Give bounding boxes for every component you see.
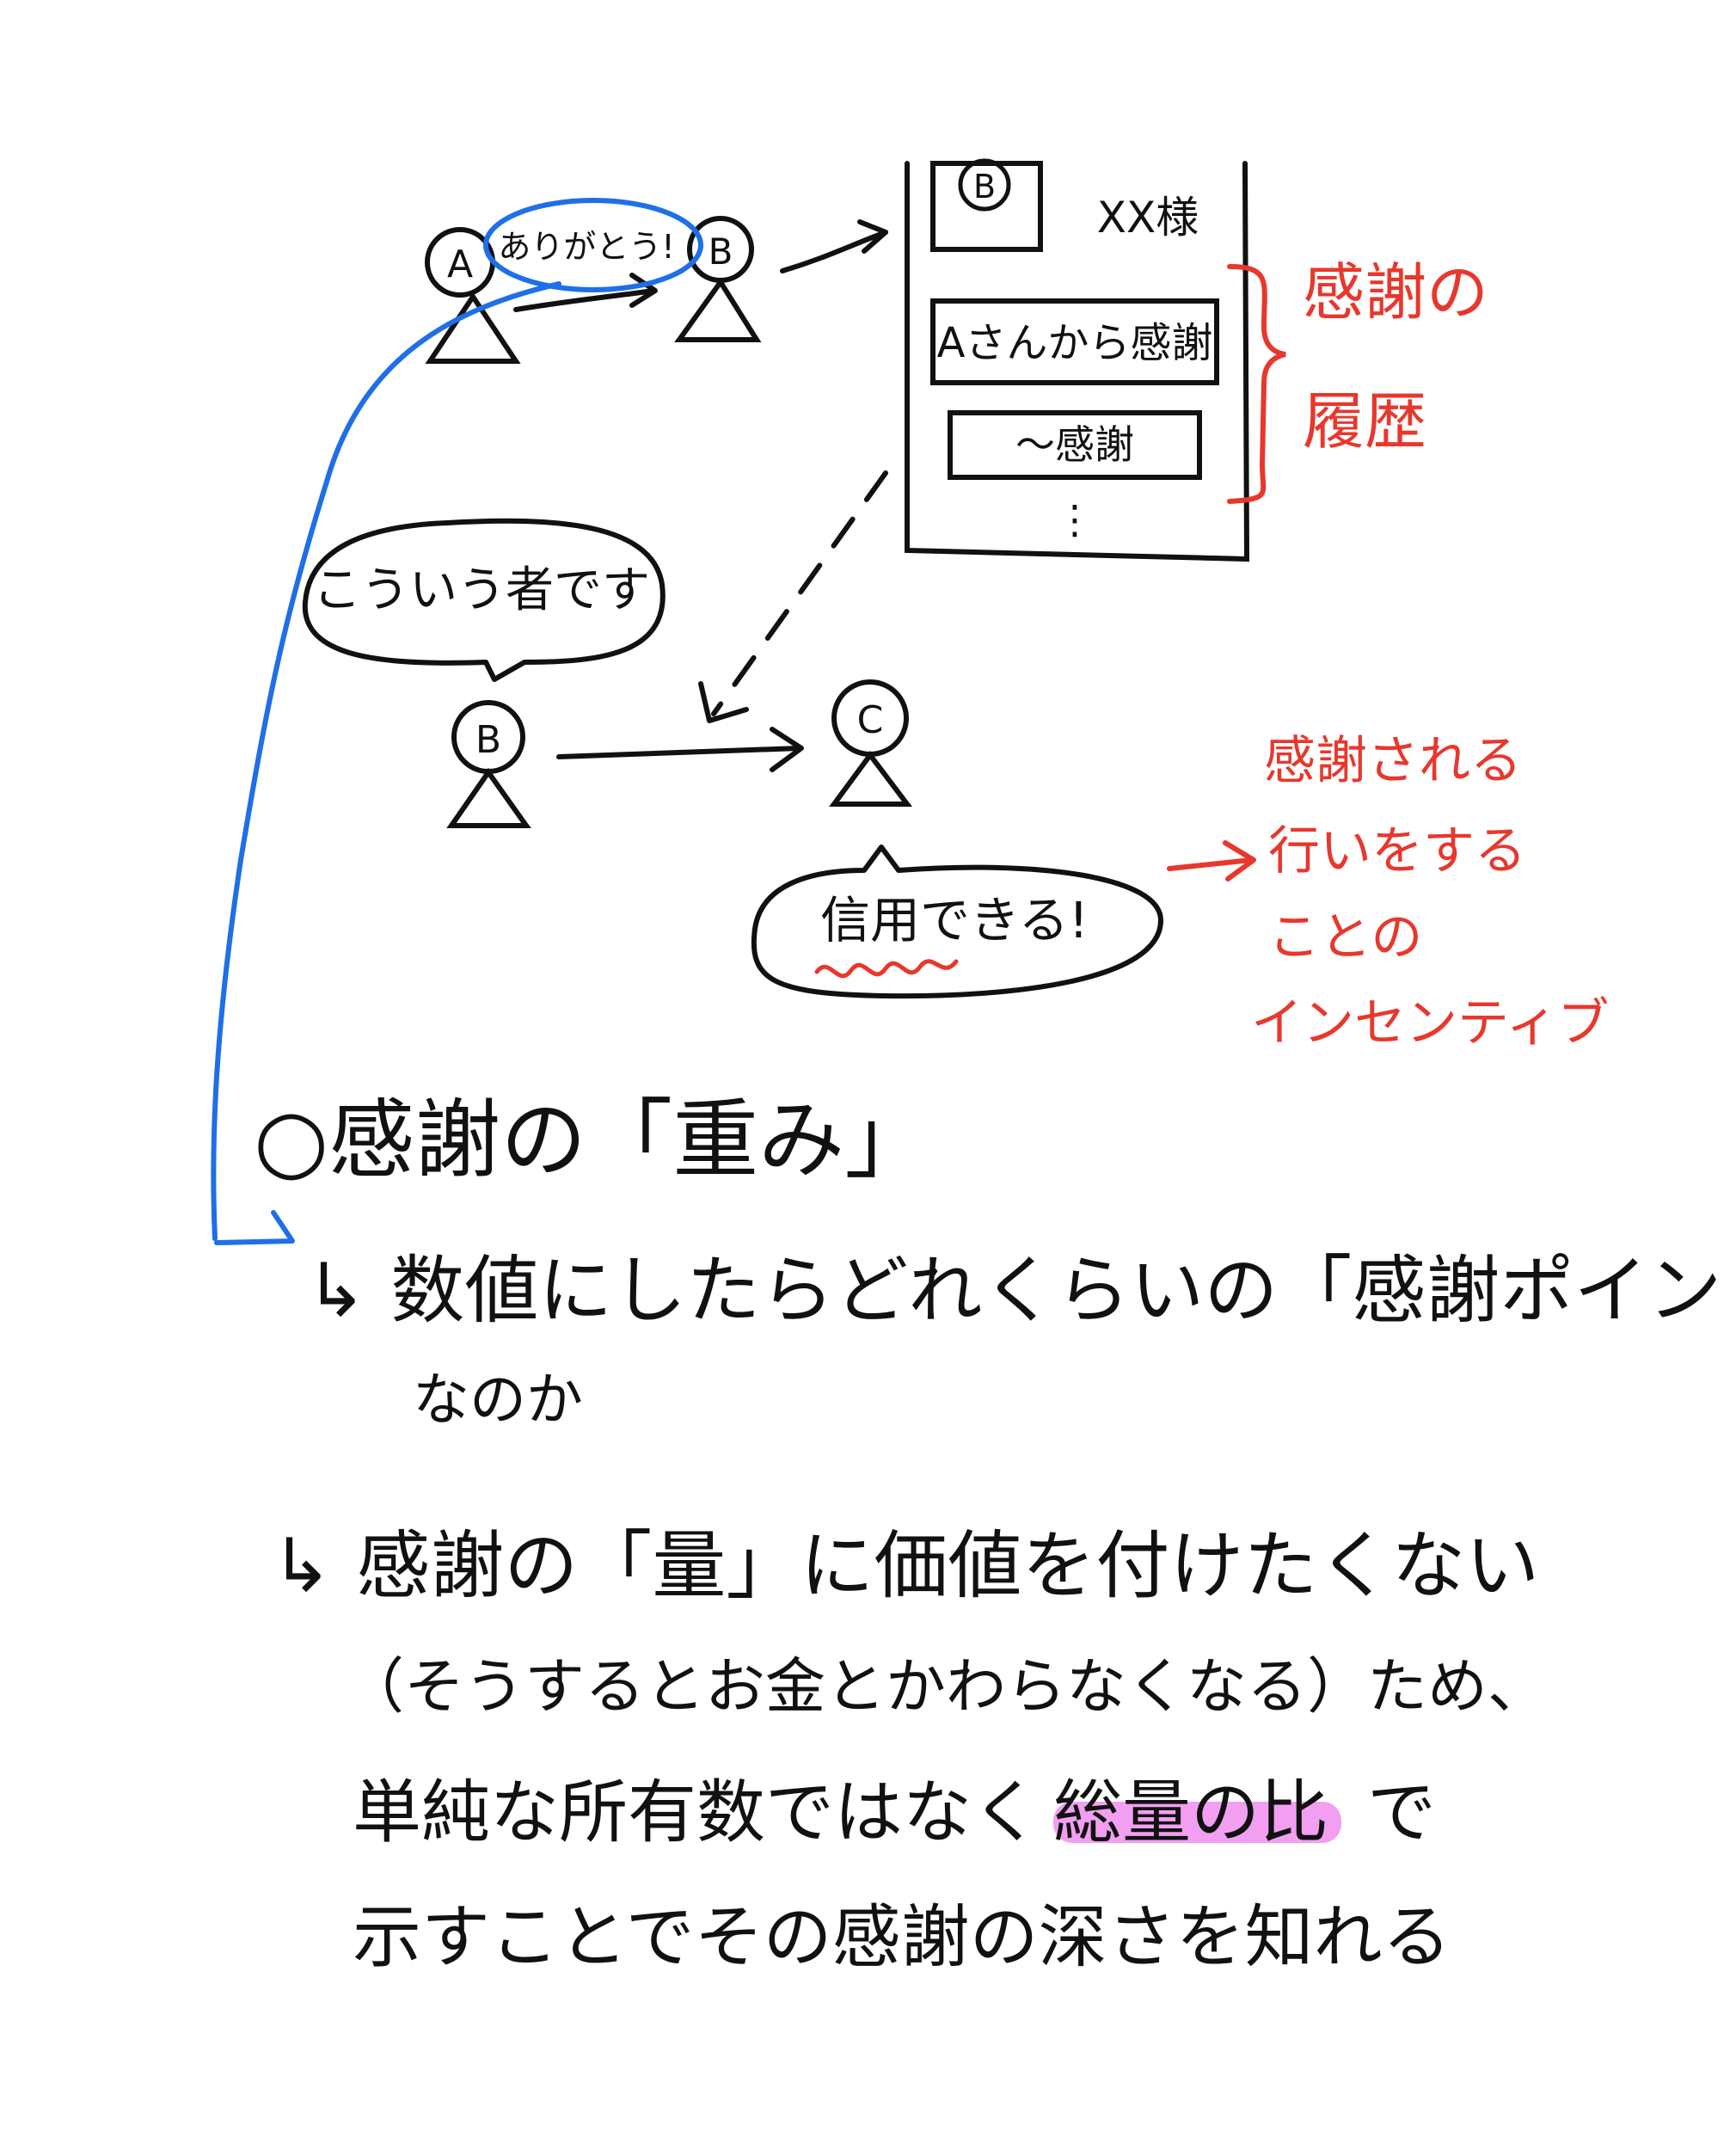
trust-bubble [751,845,1163,999]
history-annotation-1: 感謝の [1303,256,1488,329]
notes-heading: ○感謝の「重み」 [254,1090,930,1190]
arrow-b-to-card [780,230,888,273]
person-b-middle-label: B [475,718,501,762]
thanks-loop [483,198,703,292]
person-c-label: C [857,698,884,742]
arrow-a-to-b [513,288,656,312]
notes-line3: （そうするとお金とかわらなくなる）ため、 [344,1651,1548,1722]
notes-line1: ↳ 数値にしたらどれくらいの「感謝ポイント」 [305,1248,1736,1334]
history-brace [1227,264,1286,504]
intro-text: こういう者です [313,562,650,618]
profile-card [905,161,1250,562]
incentive-annotation-4: インセンティブ [1251,993,1609,1054]
arrow-b-to-c [556,746,802,759]
intro-bubble [302,518,666,682]
arrow-to-incentive [1167,857,1254,871]
person-b-middle [446,700,531,828]
history-annotation-2: 履歴 [1303,385,1426,458]
highlight-mark [1053,1802,1341,1843]
notes-line4-post: で [1367,1772,1436,1852]
incentive-annotation-3: ことの [1268,907,1422,968]
blue-connector [211,281,561,1241]
person-a-label: A [447,243,473,286]
thanks-text: ありがとう! [498,228,674,266]
history-more: ⋮ [1055,496,1095,543]
notes-line2: ↳ 感謝の「量」に価値を付けたくない [271,1523,1539,1609]
history-item-2: 〜感謝 [1015,421,1134,468]
person-b-top-label: B [709,230,733,273]
dashed-arrow-card-to-c [711,470,888,716]
person-c [829,679,913,807]
history-item-1: Aさんから感謝 [937,319,1213,367]
person-b-top [674,216,762,342]
notes-line1b: なのか [413,1367,583,1433]
trust-underline [814,959,959,979]
card-name: XX様 [1097,193,1199,243]
trust-text: 信用できる! [820,891,1089,949]
notes-line4-highlight: 総量の比 [1053,1772,1328,1852]
notes-line5: 示すことでその感謝の深さを知れる [353,1897,1451,1977]
incentive-annotation-2: 行いをする [1268,821,1526,882]
notes-line4-pre: 単純な所有数ではなく [353,1772,1040,1852]
incentive-annotation-1: 感謝される [1264,731,1522,791]
card-corner-letter: B [973,168,996,206]
